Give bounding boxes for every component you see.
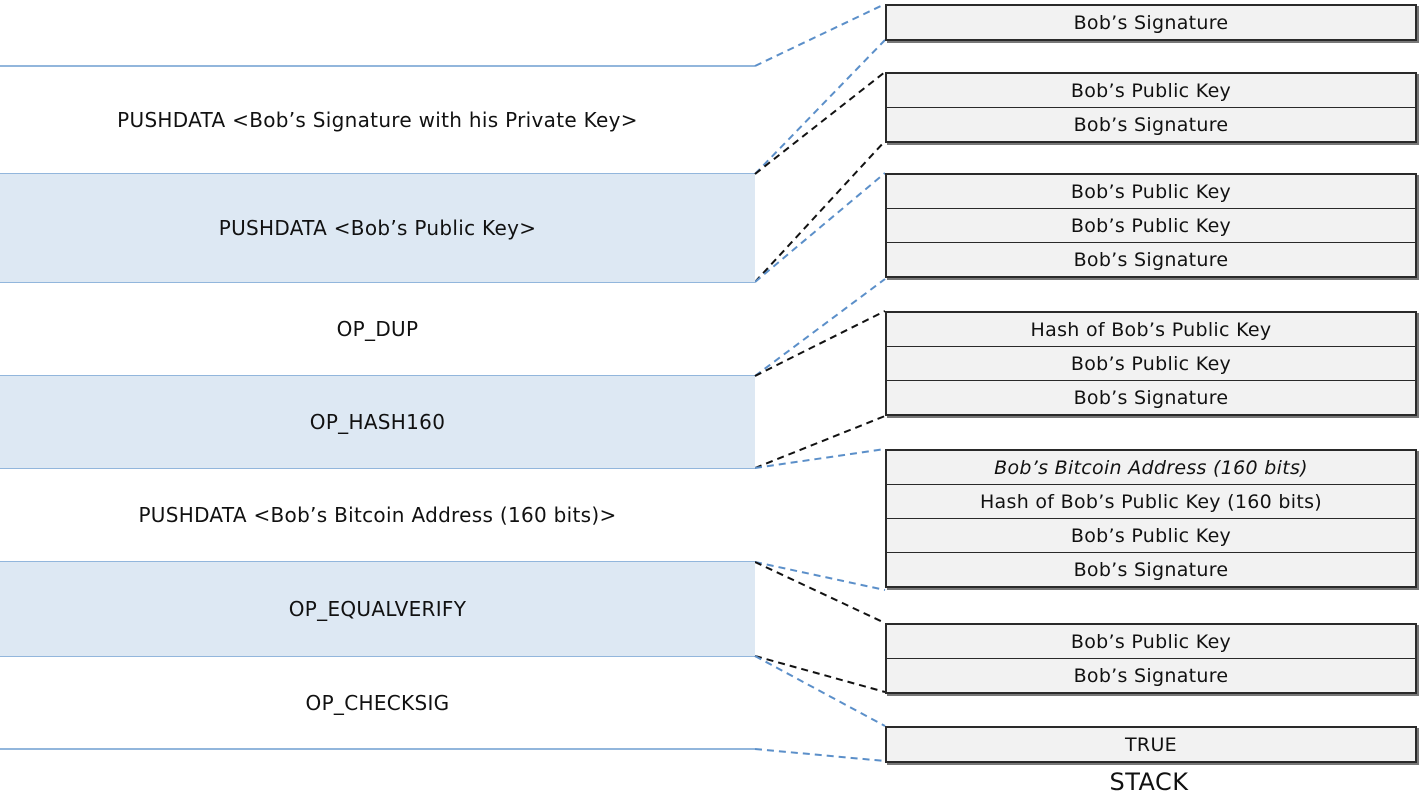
black-dashed-connector — [754, 415, 886, 469]
script-label: OP_EQUALVERIFY — [288, 597, 467, 621]
stack-caption: STACK — [1109, 768, 1189, 796]
blue-dashed-connector — [754, 3, 886, 67]
blue-dashed-connector — [754, 655, 886, 727]
script-row-push-signature: PUSHDATA <Bob’s Signature with his Priva… — [0, 66, 755, 174]
blue-dashed-connector — [754, 561, 886, 591]
blue-dashed-connector — [754, 39, 886, 175]
stack-state-5: Bob’s Bitcoin Address (160 bits) Hash of… — [885, 449, 1417, 588]
script-label: OP_HASH160 — [309, 410, 446, 434]
stack-item: Bob’s Signature — [1073, 248, 1229, 271]
script-row-op-hash160: OP_HASH160 — [0, 376, 755, 468]
stack-state-2: Bob’s Public Key Bob’s Signature — [885, 72, 1417, 143]
stack-item: Hash of Bob’s Public Key (160 bits) — [887, 485, 1415, 519]
blue-dashed-connector — [754, 278, 886, 377]
stack-item: Bob’s Public Key — [887, 519, 1415, 553]
stack-item: Hash of Bob’s Public Key — [887, 313, 1415, 347]
blue-dashed-connector — [754, 448, 886, 469]
script-row-push-public-key: PUSHDATA <Bob’s Public Key> — [0, 174, 755, 282]
stack-item: Bob’s Public Key — [887, 347, 1415, 381]
script-row-op-checksig: OP_CHECKSIG — [0, 656, 755, 749]
stack-state-3: Bob’s Public Key Bob’s Public Key Bob’s … — [885, 173, 1417, 278]
script-label: PUSHDATA <Bob’s Public Key> — [218, 216, 537, 240]
black-dashed-connector — [754, 561, 886, 624]
stack-item: Bob’s Signature — [1073, 386, 1229, 409]
stack-item: TRUE — [1125, 733, 1177, 756]
script-row-push-address: PUSHDATA <Bob’s Bitcoin Address (160 bit… — [0, 468, 755, 562]
stack-item: Bob’s Public Key — [887, 175, 1415, 209]
black-dashed-connector — [754, 140, 886, 283]
stack-item: Bob’s Bitcoin Address (160 bits) — [887, 451, 1415, 485]
stack-item: Bob’s Signature — [1073, 558, 1229, 581]
black-dashed-connector — [754, 71, 886, 175]
script-label: OP_DUP — [336, 317, 419, 341]
black-dashed-connector — [754, 655, 886, 693]
stack-item: Bob’s Signature — [1073, 11, 1229, 34]
script-label: PUSHDATA <Bob’s Signature with his Priva… — [117, 108, 638, 132]
script-label: OP_CHECKSIG — [305, 690, 450, 715]
script-row-op-equalverify: OP_EQUALVERIFY — [0, 562, 755, 656]
blue-dashed-connector — [754, 748, 886, 762]
blue-dashed-connector — [754, 172, 886, 283]
stack-item: Bob’s Public Key — [887, 209, 1415, 243]
stack-state-4: Hash of Bob’s Public Key Bob’s Public Ke… — [885, 311, 1417, 416]
script-row-op-dup: OP_DUP — [0, 282, 755, 376]
stack-state-6: Bob’s Public Key Bob’s Signature — [885, 623, 1417, 694]
stack-state-1: Bob’s Signature — [885, 4, 1417, 41]
stack-item: Bob’s Public Key — [887, 74, 1415, 108]
script-row-blank — [0, 0, 755, 66]
black-dashed-connector — [754, 310, 886, 377]
stack-state-7: TRUE — [885, 726, 1417, 763]
stack-item: Bob’s Signature — [1073, 664, 1229, 687]
script-label: PUSHDATA <Bob’s Bitcoin Address (160 bit… — [138, 503, 617, 527]
stack-item: Bob’s Signature — [1073, 113, 1229, 136]
stack-item: Bob’s Public Key — [887, 625, 1415, 659]
